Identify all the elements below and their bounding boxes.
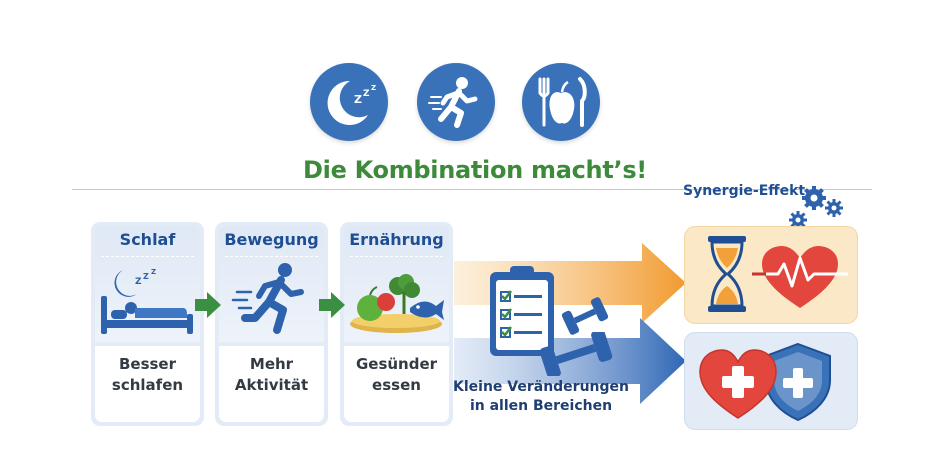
svg-text:Z: Z (143, 272, 149, 281)
running-person-icon (417, 63, 495, 141)
headline: Die Kombination macht’s! (303, 156, 647, 184)
card-label-line2: essen (372, 376, 421, 394)
card-label-line1: Besser (118, 355, 177, 373)
card-label-line2: Aktivität (234, 376, 309, 394)
card-label-line2: schlafen (111, 376, 184, 394)
svg-text:Z: Z (371, 84, 376, 92)
divider (72, 189, 872, 190)
arrow-right-icon (195, 292, 221, 318)
heart-shield-health-icon (699, 342, 831, 422)
hourglass-heartbeat-icon (708, 236, 848, 312)
card-label: Mehr Aktivität (215, 354, 328, 396)
svg-text:Z: Z (354, 93, 362, 106)
card-label-line1: Gesünder (355, 355, 438, 373)
card-ernaehrung: Ernährung Gesünder essen (340, 222, 453, 426)
clipboard-checklist-icon (490, 266, 554, 356)
card-label: Gesünder essen (340, 354, 453, 396)
dumbbell-icon (539, 332, 613, 376)
small-changes-line2: in allen Bereichen (469, 398, 613, 414)
apple-cutlery-icon (522, 63, 600, 141)
card-title: Schlaf (119, 230, 176, 249)
arrow-right-icon (319, 292, 345, 318)
runner-icon (231, 263, 304, 334)
bed-sleep-icon: Z Z Z (101, 268, 193, 334)
card-label: Besser schlafen (91, 354, 204, 396)
svg-text:Z: Z (363, 89, 370, 99)
small-changes-label: Kleine Veränderungen in allen Bereichen (452, 378, 630, 416)
card-label-line1: Mehr (249, 355, 294, 373)
card-title: Bewegung (224, 230, 319, 249)
healthy-food-icon (350, 274, 444, 333)
svg-text:Z: Z (151, 268, 156, 276)
card-dash (101, 256, 194, 257)
card-dash (350, 256, 443, 257)
svg-text:Z: Z (135, 277, 142, 287)
small-changes-line1: Kleine Veränderungen (453, 379, 629, 395)
card-dash (225, 256, 318, 257)
card-footer (219, 346, 324, 422)
card-bewegung: Bewegung Mehr Aktivität (215, 222, 328, 426)
gears-icon (789, 186, 843, 229)
dumbbell-icon (561, 297, 609, 335)
card-footer (95, 346, 200, 422)
card-footer (344, 346, 449, 422)
card-title: Ernährung (349, 230, 444, 249)
synergy-label: Synergie-Effekt (683, 183, 806, 199)
card-schlaf: Schlaf Z Z Z Besser schlafen (91, 222, 204, 426)
sleep-moon-icon: Z Z Z (310, 63, 388, 141)
